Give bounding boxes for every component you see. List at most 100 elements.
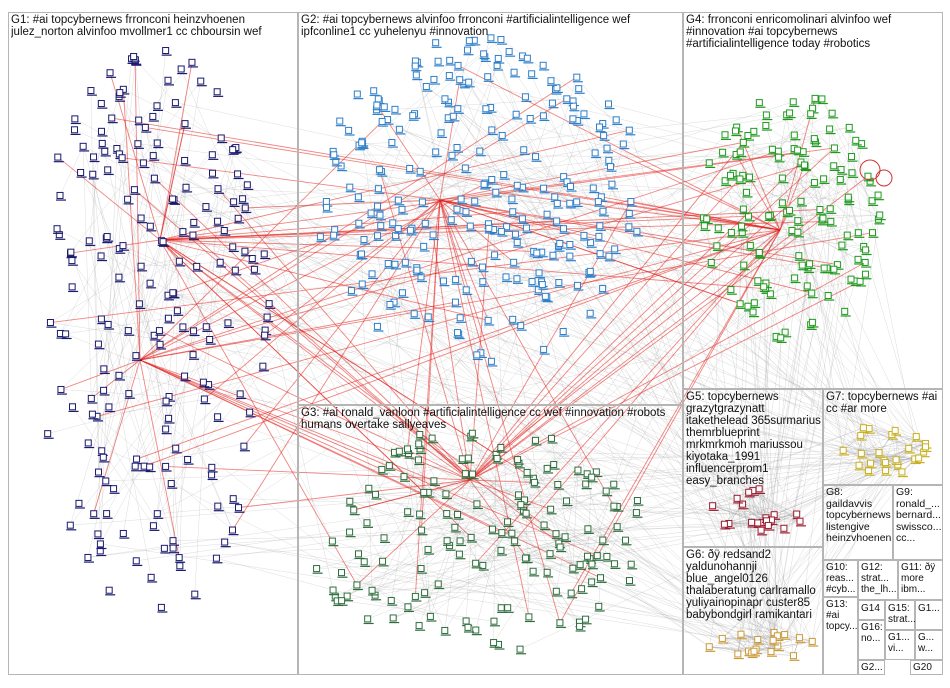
network-node bbox=[762, 111, 770, 119]
network-node bbox=[532, 153, 540, 161]
network-node bbox=[189, 351, 197, 359]
network-node-label bbox=[458, 462, 469, 465]
network-node-label bbox=[99, 394, 110, 396]
network-node bbox=[386, 300, 394, 308]
network-node-label bbox=[426, 620, 437, 622]
network-node-label bbox=[470, 205, 481, 207]
group-box-g6 bbox=[683, 547, 823, 675]
network-node bbox=[798, 261, 806, 269]
self-loop bbox=[859, 159, 881, 181]
network-node-label bbox=[84, 446, 95, 449]
network-node-label bbox=[238, 202, 249, 204]
network-node-label bbox=[768, 153, 779, 155]
network-node bbox=[705, 643, 713, 651]
network-node bbox=[843, 231, 851, 239]
network-node-label bbox=[479, 57, 490, 60]
network-node bbox=[217, 134, 225, 142]
network-node bbox=[915, 454, 923, 462]
network-node-label bbox=[567, 597, 578, 599]
group-box-g3 bbox=[298, 405, 683, 675]
network-node bbox=[547, 434, 555, 442]
network-node-label bbox=[459, 87, 470, 89]
network-node bbox=[767, 648, 775, 656]
network-node-label bbox=[750, 306, 761, 308]
network-node bbox=[857, 449, 865, 457]
network-node bbox=[84, 439, 92, 447]
network-node-label bbox=[337, 576, 348, 578]
network-node bbox=[137, 262, 145, 270]
network-node-label bbox=[102, 242, 113, 244]
network-node-label bbox=[96, 554, 107, 557]
network-node-label bbox=[345, 536, 356, 538]
network-node bbox=[465, 78, 473, 86]
group-box-g16 bbox=[858, 620, 885, 660]
network-node-label bbox=[189, 226, 200, 228]
network-node-label bbox=[106, 76, 117, 78]
network-node-label bbox=[486, 41, 497, 44]
network-node bbox=[493, 61, 501, 69]
network-node-label bbox=[562, 102, 573, 105]
group-box-g4 bbox=[683, 12, 943, 389]
network-node-label bbox=[417, 572, 428, 574]
network-node-label bbox=[240, 255, 251, 257]
network-node bbox=[413, 266, 421, 274]
network-node-label bbox=[774, 161, 785, 163]
network-node bbox=[135, 116, 143, 124]
network-node-label bbox=[764, 219, 775, 222]
network-node bbox=[775, 153, 783, 161]
network-node bbox=[214, 185, 222, 193]
network-node-label bbox=[861, 253, 872, 256]
network-node bbox=[867, 459, 875, 467]
network-node-label bbox=[794, 259, 805, 261]
network-node-label bbox=[147, 581, 158, 583]
network-node bbox=[398, 289, 406, 297]
network-node-label bbox=[811, 145, 822, 148]
network-node-label bbox=[93, 537, 104, 540]
network-node bbox=[625, 223, 633, 231]
network-node-label bbox=[700, 229, 711, 232]
network-node bbox=[430, 75, 438, 83]
network-node-label bbox=[569, 110, 580, 112]
network-node-label bbox=[778, 206, 789, 209]
network-node bbox=[807, 110, 815, 118]
network-node-label bbox=[847, 160, 858, 162]
network-node-label bbox=[444, 121, 455, 123]
network-node-label bbox=[603, 152, 614, 154]
network-node-label bbox=[824, 299, 835, 301]
network-node-label bbox=[260, 339, 271, 341]
network-node-label bbox=[375, 173, 386, 175]
network-node bbox=[750, 299, 758, 307]
network-node-label bbox=[141, 131, 152, 133]
network-node-label bbox=[762, 118, 773, 121]
network-node-label bbox=[785, 214, 796, 216]
network-node bbox=[578, 585, 586, 593]
network-node bbox=[110, 485, 118, 493]
network-node bbox=[365, 484, 373, 492]
network-node bbox=[876, 211, 884, 219]
network-node bbox=[149, 152, 157, 160]
network-node-label bbox=[753, 284, 764, 286]
network-node bbox=[567, 182, 575, 190]
network-node bbox=[497, 227, 505, 235]
network-node-label bbox=[94, 476, 105, 478]
network-node bbox=[177, 65, 185, 73]
network-node bbox=[153, 510, 161, 518]
network-node-label bbox=[414, 463, 425, 466]
network-node bbox=[720, 520, 728, 528]
network-node-label bbox=[130, 193, 141, 195]
network-node-label bbox=[705, 650, 716, 652]
network-node bbox=[836, 175, 844, 183]
network-node-label bbox=[726, 293, 737, 295]
network-node bbox=[400, 473, 408, 481]
network-node-label bbox=[378, 125, 389, 127]
network-node-label bbox=[764, 529, 775, 531]
network-node-label bbox=[572, 205, 583, 208]
network-node-label bbox=[562, 504, 573, 507]
network-node-label bbox=[742, 196, 753, 198]
network-node-label bbox=[115, 252, 126, 254]
group-box-g12 bbox=[858, 560, 898, 600]
network-node-label bbox=[70, 122, 81, 125]
network-node-label bbox=[85, 244, 96, 247]
network-node-label bbox=[258, 370, 269, 372]
network-node-label bbox=[524, 620, 535, 623]
